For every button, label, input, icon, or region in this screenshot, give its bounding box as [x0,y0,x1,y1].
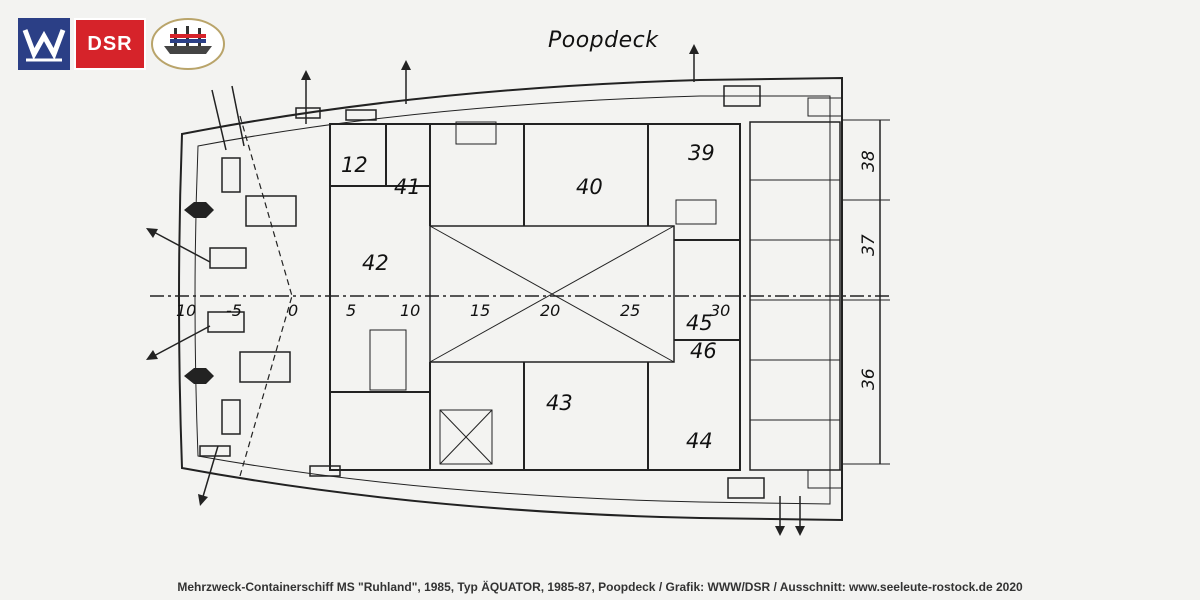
room-label: 46 [690,339,717,363]
frame-scale-label: 20 [540,301,560,320]
ww-logo-icon [22,29,66,62]
frame-scale-label: 15 [470,301,490,320]
superstructure [329,123,741,471]
frame-scale-label: 30 [710,301,730,320]
bollard-port [184,202,214,218]
room-label: 42 [362,251,389,275]
logo-group: DSR [18,18,226,70]
center-hatch [429,225,675,363]
room-label: 12 [341,153,368,177]
inner-deckline [194,95,831,505]
room-label: 39 [688,141,715,165]
ww-logo [18,18,70,70]
dsr-logo: DSR [74,18,146,70]
frame-scale-label: -5 [226,301,242,320]
room-label: 44 [686,429,713,453]
image-caption: Mehrzweck-Containerschiff MS "Ruhland", … [177,580,1023,594]
frame-scale-label: 10 [176,301,196,320]
frame-scale-label: 25 [620,301,640,320]
frame-scale-label: 10 [400,301,420,320]
room-label: 45 [686,311,713,335]
frame-scale-label: 0 [288,301,298,320]
room-label: 41 [394,175,421,199]
page-title: Poopdeck [548,28,659,53]
deck-plan-diagram: 12 41 40 39 42 43 44 45 46 10 -5 0 5 10 … [146,44,890,536]
hull-outline [178,76,843,522]
dimension-label: 38 [859,150,879,172]
ship-seal-icon [151,18,225,70]
room-label: 40 [576,175,603,199]
bollard-starboard [184,368,214,384]
seeleute-rostock-logo [150,18,226,70]
dimension-label: 37 [859,234,879,256]
room-label: 43 [546,391,573,415]
dimension-label: 36 [859,368,879,390]
frame-scale-label: 5 [346,301,356,320]
